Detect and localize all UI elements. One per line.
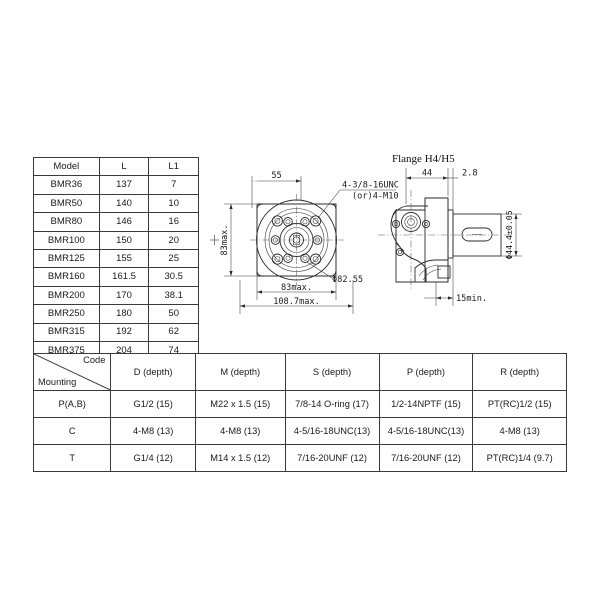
cell-model: BMR80 [33,212,100,232]
cell-l: 161.5 [98,267,150,287]
table-row: P(A,B) G1/2 (15) M22 x 1.5 (15) 7/8-14 O… [32,390,567,418]
cell-mounting-code: P(A,B) [32,390,112,418]
table-header-row: Model L L1 [33,156,199,177]
center-mark-left [210,235,219,245]
table-row: C 4-M8 (13) 4-M8 (13) 4-5/16-18UNC(13) 4… [32,417,567,445]
column-header-s: S (depth) [284,353,380,391]
side-view-dimensions: 44 2.8 Φ44.4±0.05 15min. [405,168,522,306]
cell-r: PT(RC)1/2 (15) [472,390,567,418]
corner-header-cell: Code Mounting [32,353,112,391]
cell-l: 146 [98,212,150,232]
model-dimension-table: Model L L1 BMR36 137 7 BMR50 140 10 BMR8… [33,156,199,361]
dimension-83max-horizontal: 83max. [281,283,312,293]
dimension-55: 55 [271,171,281,181]
cell-model: BMR160 [33,267,100,287]
cell-l: 137 [98,175,150,195]
dimension-2-8: 2.8 [462,169,478,179]
table-row: T G1/4 (12) M14 x 1.5 (12) 7/16-20UNF (1… [32,444,567,472]
table-header-row: Code Mounting D (depth) M (depth) S (dep… [32,353,567,391]
cell-model: BMR50 [33,193,100,214]
cell-d: G1/2 (15) [110,390,196,418]
flange-title: Flange H4/H5 [392,153,455,165]
cell-d: 4-M8 (13) [110,417,196,445]
cell-m: M22 x 1.5 (15) [194,390,286,418]
model-table-body: BMR36 137 7 BMR50 140 10 BMR80 146 16 BM… [33,175,199,361]
dimension-83max-vertical: 83max. [220,224,230,255]
model-table-head: Model L L1 [33,156,199,177]
table-row: BMR200 170 38.1 [33,285,199,306]
column-header-r: R (depth) [472,353,567,391]
cell-s: 4-5/16-18UNC(13) [284,417,380,445]
cell-l1: 30.5 [148,267,199,287]
model-table-grid: Model L L1 BMR36 137 7 BMR50 140 10 BMR8… [33,156,199,361]
cell-model: BMR315 [33,322,100,342]
table-row: BMR125 155 25 [33,248,199,269]
table-row: BMR160 161.5 30.5 [33,267,199,287]
callout-thread-primary: 4-3/8-16UNC [342,181,399,191]
cell-l1: 38.1 [148,285,199,306]
mounting-table-head: Code Mounting D (depth) M (depth) S (dep… [32,353,567,391]
cell-l1: 50 [148,304,199,324]
cell-l1: 16 [148,212,199,232]
table-row: BMR100 150 20 [33,230,199,250]
cell-l1: 20 [148,230,199,250]
cell-model: BMR250 [33,304,100,324]
cell-model: BMR100 [33,230,100,250]
cell-m: M14 x 1.5 (12) [194,444,286,472]
front-view-dimensions: 55 83max. 83max. [220,171,363,314]
column-header-d: D (depth) [110,353,196,391]
bolt-callout: 4-3/8-16UNC (or)4-M10 [317,181,399,219]
table-row: BMR80 146 16 [33,212,199,232]
dimension-diameter-82-55: Φ82.55 [332,275,363,285]
cell-m: 4-M8 (13) [194,417,286,445]
corner-label-code: Code [83,355,106,365]
cell-s: 7/8-14 O-ring (17) [284,390,380,418]
cell-mounting-code: C [32,417,112,445]
cell-l1: 25 [148,248,199,269]
table-row: BMR50 140 10 [33,193,199,214]
mounting-table-body: P(A,B) G1/2 (15) M22 x 1.5 (15) 7/8-14 O… [32,390,567,472]
table-row: BMR36 137 7 [33,175,199,195]
cell-l: 155 [98,248,150,269]
cell-r: 4-M8 (13) [472,417,567,445]
motor-technical-drawing: 55 83max. 83max. [210,148,590,323]
column-header-m: M (depth) [194,353,286,391]
cell-model: BMR36 [33,175,100,195]
cell-mounting-code: T [32,444,112,472]
column-header-p: P (depth) [378,353,474,391]
cell-l1: 7 [148,175,199,195]
cell-l: 140 [98,193,150,214]
front-view [250,194,344,286]
dimension-diameter-44-4: Φ44.4±0.05 [504,210,514,259]
dimension-44: 44 [422,169,432,179]
diagonal-divider-icon [34,354,111,390]
dimension-108-7max: 108.7max. [273,297,320,307]
cell-p: 7/16-20UNF (12) [378,444,474,472]
column-header-model: Model [33,156,100,177]
cell-l1: 62 [148,322,199,342]
flange-bolt-holes [271,215,322,265]
cell-model: BMR200 [33,285,100,306]
corner-label-mounting: Mounting [38,377,77,388]
callout-thread-alternate: (or)4-M10 [352,192,399,202]
cell-d: G1/4 (12) [110,444,196,472]
mounting-table-grid: Code Mounting D (depth) M (depth) S (dep… [32,353,567,472]
cell-l: 180 [98,304,150,324]
side-view [378,190,512,290]
cell-l: 192 [98,322,150,342]
column-header-l: L [98,156,150,177]
cell-p: 1/2-14NPTF (15) [378,390,474,418]
mounting-code-table: Code Mounting D (depth) M (depth) S (dep… [32,353,567,472]
cell-model: BMR125 [33,248,100,269]
cell-r: PT(RC)1/4 (9.7) [472,444,567,472]
cell-l: 150 [98,230,150,250]
cell-l1: 10 [148,193,199,214]
dimension-15min: 15min. [456,294,487,304]
cell-p: 4-5/16-18UNC(13) [378,417,474,445]
table-row: BMR250 180 50 [33,304,199,324]
cell-l: 170 [98,285,150,306]
table-row: BMR315 192 62 [33,322,199,342]
cell-s: 7/16-20UNF (12) [284,444,380,472]
column-header-l1: L1 [148,156,199,177]
